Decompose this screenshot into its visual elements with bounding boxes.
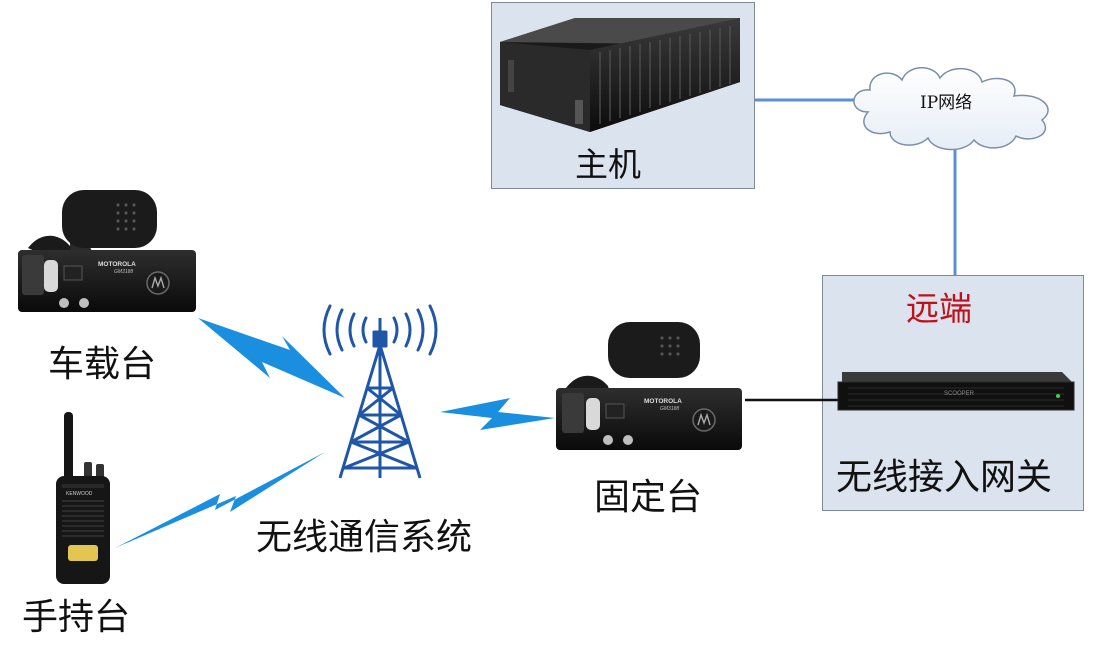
fixed-radio-label: 固定台: [594, 477, 703, 518]
wireless-link-fixed-icon: [440, 398, 555, 430]
gateway-label: 无线接入网关: [836, 457, 1053, 498]
vehicle-radio-brand: MOTOROLA: [98, 261, 136, 268]
ip-network-label: IP网络: [920, 93, 973, 113]
vehicle-radio-icon: MOTOROLA GM3188: [18, 190, 196, 312]
remote-label: 远端: [906, 289, 972, 328]
handheld-radio-label: 手持台: [22, 597, 131, 638]
vehicle-radio-label: 车载台: [48, 344, 157, 385]
vehicle-radio-model: GM3188: [114, 269, 133, 275]
wireless-link-handheld-icon: [115, 452, 325, 548]
tower-label: 无线通信系统: [256, 517, 473, 558]
fixed-radio-brand: MOTOROLA: [644, 398, 682, 405]
wireless-link-vehicle-icon: [198, 318, 345, 398]
rack-server-icon: [500, 18, 740, 132]
host-label: 主机: [575, 145, 641, 184]
tower-icon: [338, 318, 422, 479]
fixed-radio-icon: MOTOROLA GM3188: [556, 322, 742, 450]
handheld-radio-brand: KENWOOD: [66, 491, 93, 497]
cloud-icon: [853, 67, 1049, 151]
handheld-radio-icon: KENWOOD: [56, 412, 110, 584]
fixed-radio-model: GM3188: [660, 406, 679, 412]
gateway-device-icon: [837, 372, 1075, 411]
tower-signal-icon: [322, 304, 438, 356]
gateway-brand: SCOOPER: [944, 391, 975, 397]
